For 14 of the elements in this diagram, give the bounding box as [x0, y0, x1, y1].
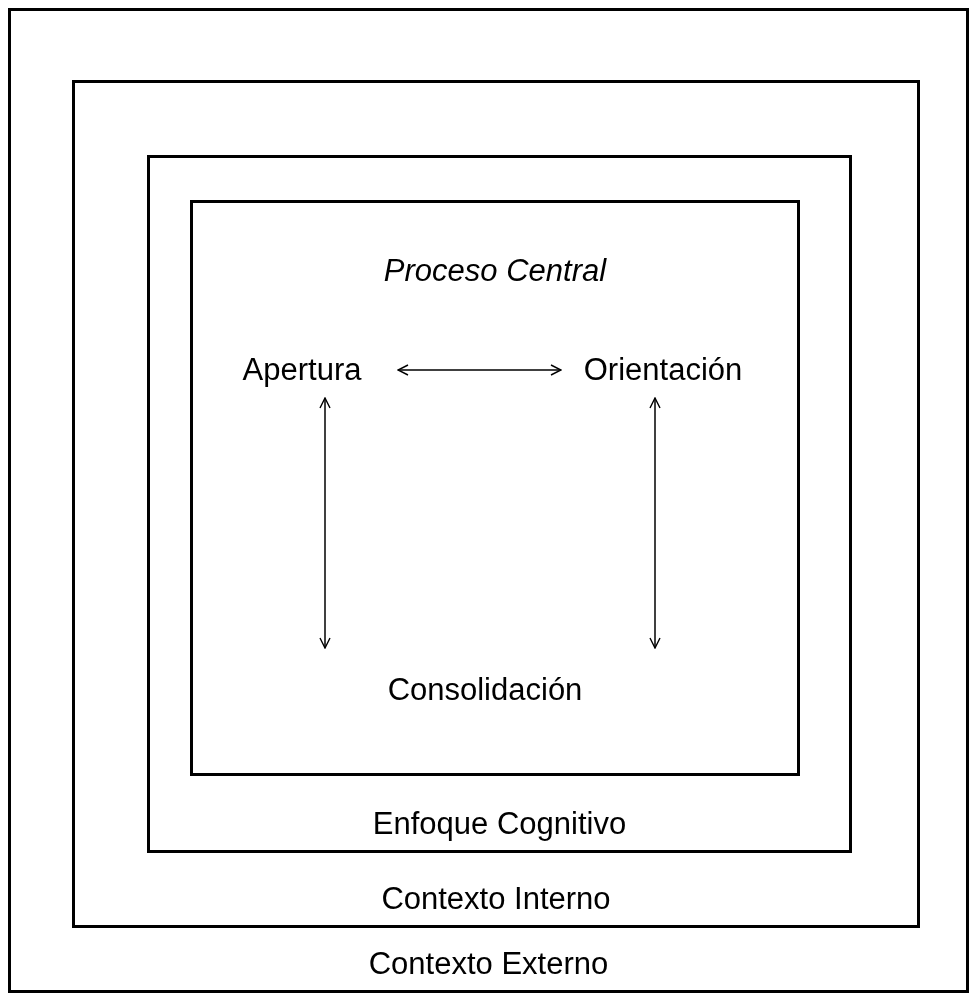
frame-title: Contexto Externo — [368, 945, 609, 983]
node-label: Apertura — [242, 351, 362, 389]
double-arrow — [319, 397, 331, 649]
frame-title: Enfoque Cognitivo — [372, 805, 627, 843]
node-label: Consolidación — [387, 671, 583, 709]
nested-frame — [72, 80, 920, 928]
nested-frame — [8, 8, 969, 993]
nested-frame — [147, 155, 852, 853]
frame-title: Proceso Central — [383, 252, 607, 290]
double-arrow — [397, 364, 562, 376]
nested-frame — [190, 200, 800, 776]
node-label: Orientación — [583, 351, 743, 389]
frame-title: Contexto Interno — [381, 880, 611, 918]
double-arrow — [649, 397, 661, 649]
